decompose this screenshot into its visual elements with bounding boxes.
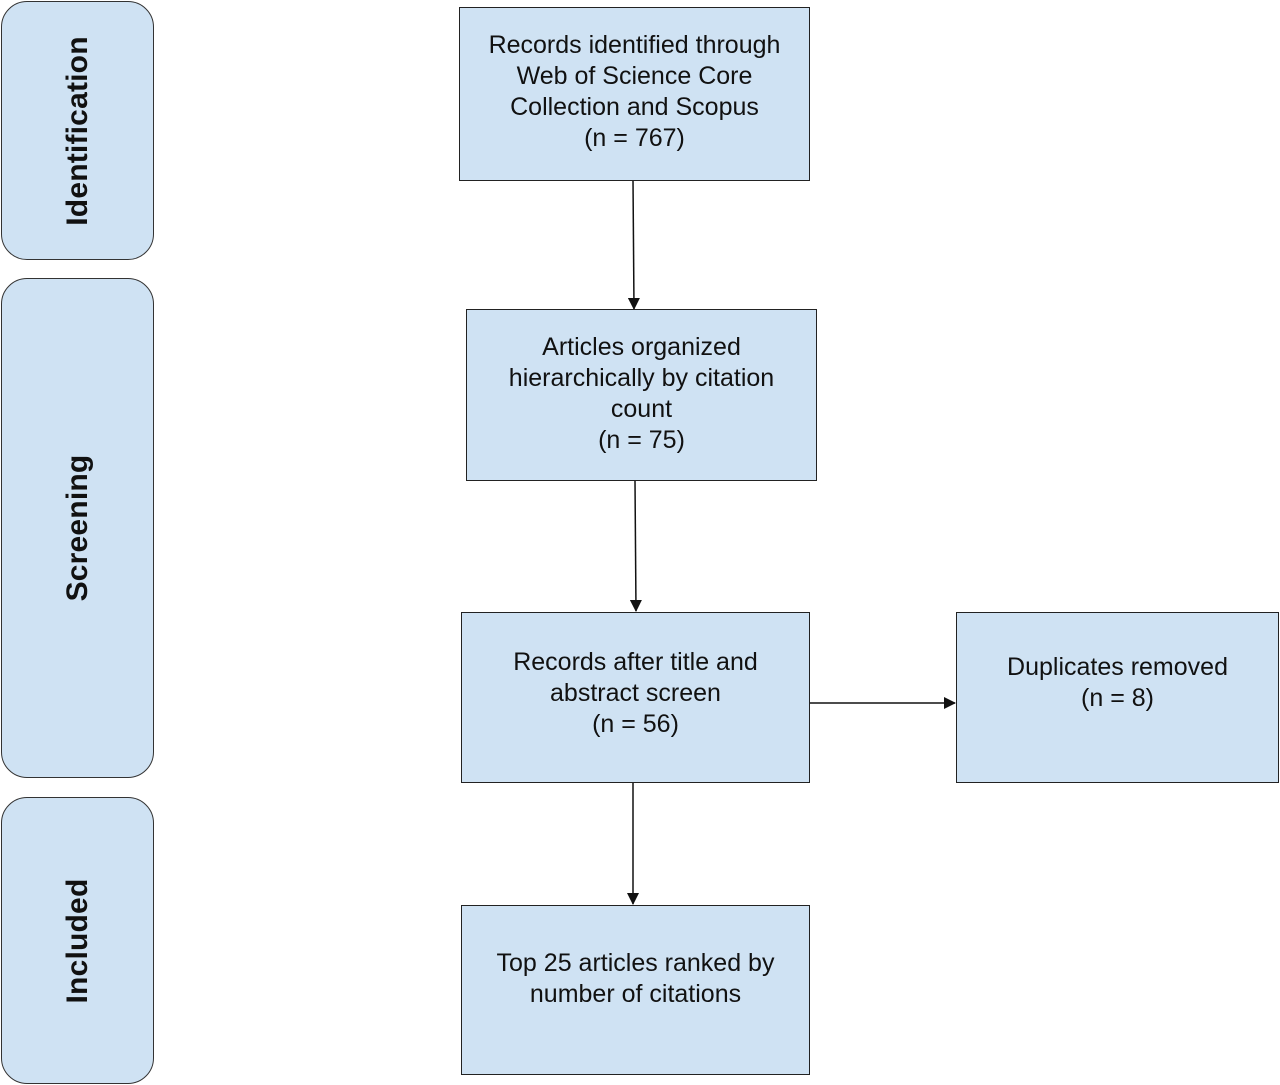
box-duplicates-removed: Duplicates removed (n = 8) bbox=[956, 612, 1279, 783]
box-records-identified-line-2: Web of Science Core bbox=[516, 62, 753, 90]
box-articles-organized-line-1: Articles organized bbox=[542, 333, 741, 361]
box-articles-organized-line-2: hierarchically by citation bbox=[508, 364, 775, 392]
box-top-25: Top 25 articles ranked by number of cita… bbox=[461, 905, 810, 1075]
stage-identification: Identification bbox=[1, 1, 154, 260]
arrow-organized-to-after-screen bbox=[629, 480, 642, 612]
stage-included: Included bbox=[1, 797, 154, 1084]
box-duplicates-removed-count: (n = 8) bbox=[1081, 683, 1154, 712]
box-records-identified-line-1: Records identified through bbox=[488, 31, 781, 59]
box-articles-organized-line-3: count bbox=[610, 395, 673, 423]
box-duplicates-removed-line-1: Duplicates removed bbox=[1007, 652, 1228, 681]
box-records-identified-line-3: Collection and Scopus bbox=[510, 93, 759, 121]
box-after-screen-line-1: Records after title and bbox=[513, 648, 758, 676]
box-after-screen-line-2: abstract screen bbox=[550, 679, 721, 707]
arrow-identified-to-organized bbox=[627, 179, 640, 310]
box-top-25-line-2: number of citations bbox=[529, 980, 742, 1008]
box-records-identified: Records identified through Web of Scienc… bbox=[459, 7, 810, 181]
box-articles-organized-count: (n = 75) bbox=[598, 426, 685, 454]
box-after-screen: Records after title and abstract screen … bbox=[461, 612, 810, 783]
box-articles-organized: Articles organized hierarchically by cit… bbox=[466, 309, 817, 481]
stage-screening: Screening bbox=[1, 278, 154, 778]
box-records-identified-count: (n = 767) bbox=[584, 124, 685, 152]
box-top-25-line-1: Top 25 articles ranked by bbox=[496, 949, 775, 977]
box-after-screen-count: (n = 56) bbox=[592, 710, 679, 738]
